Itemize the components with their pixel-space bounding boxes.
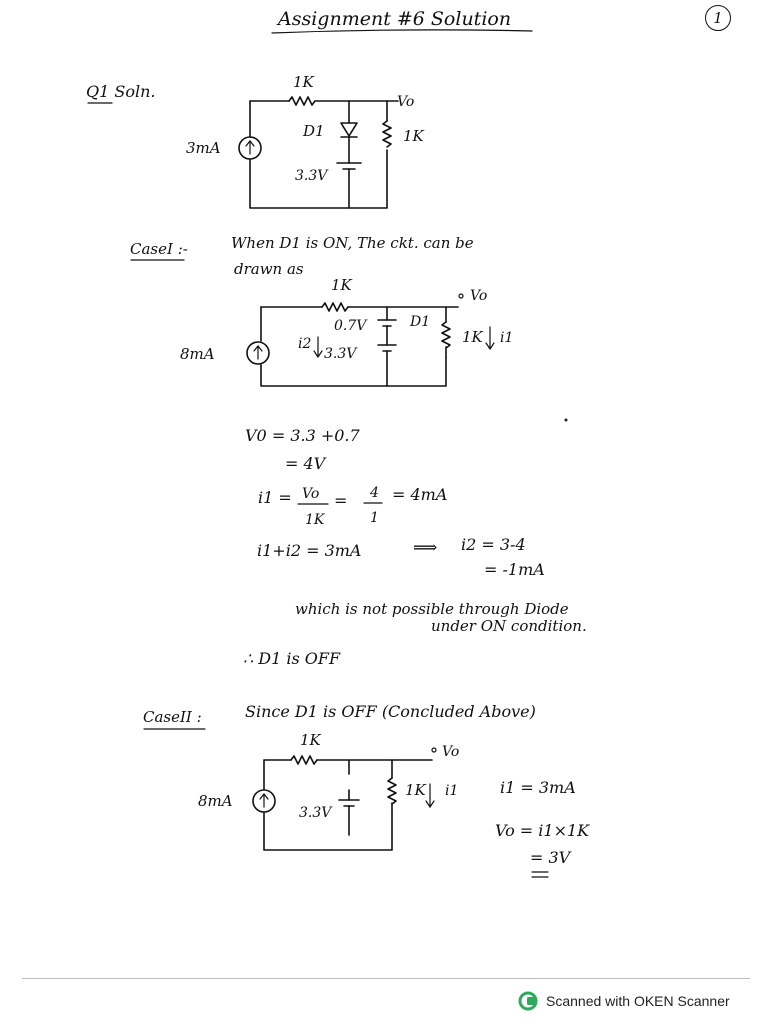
case2-label: CaseII : — [143, 708, 202, 726]
current-source-icon — [238, 136, 262, 160]
case1-eq3-frac1-num: Vo — [302, 486, 319, 502]
case1-eq2: = 4V — [285, 454, 327, 473]
c3-resistor-top-label: 1K — [300, 731, 322, 749]
scanner-text: Scanned with OKEN Scanner — [546, 993, 730, 1009]
page-number: 1 — [705, 5, 731, 31]
c2-source-label: 8mA — [180, 345, 215, 363]
c3-output-label: Vo — [442, 744, 459, 760]
case1-eq3-frac2-den: 1 — [370, 510, 379, 526]
case2-eq2: Vo = i1×1K — [495, 821, 590, 840]
c2-output-label: Vo — [470, 288, 487, 304]
c1-output-label: Vo — [397, 94, 414, 110]
case1-eq3-mid: = — [334, 491, 347, 510]
current-i1-arrow-icon — [425, 783, 435, 809]
c2-diode-drop-label: 0.7V — [334, 318, 368, 334]
case1-text-line1: When D1 is ON, The ckt. can be — [231, 234, 474, 252]
ink-dot — [564, 418, 568, 422]
case1-eq3-right: = 4mA — [392, 485, 447, 504]
circuit-diagram-3 — [252, 747, 437, 851]
case1-note-line2: under ON condition. — [431, 617, 587, 635]
scanner-watermark: Scanned with OKEN Scanner — [518, 990, 730, 1012]
c1-source-label: 3mA — [186, 139, 221, 157]
resistor-icon — [387, 777, 397, 805]
case1-note-line1: which is not possible through Diode — [295, 600, 569, 618]
case2-text: Since D1 is OFF (Concluded Above) — [245, 702, 536, 721]
case1-eq3-left: i1 = — [258, 488, 292, 507]
double-underline — [531, 871, 549, 878]
case1-conclusion: ∴ D1 is OFF — [243, 649, 341, 668]
c2-i1-label: i1 — [500, 330, 513, 346]
oken-scanner-logo-icon — [518, 991, 538, 1011]
current-i1-arrow-icon — [485, 326, 495, 351]
circuit-diagram-1 — [238, 96, 399, 209]
c3-source-label: 8mA — [198, 792, 233, 810]
c2-i2-label: i2 — [298, 336, 311, 352]
circuit-diagram-2 — [246, 293, 495, 387]
c2-diode-label: D1 — [409, 314, 430, 330]
page-title: Assignment #6 Solution — [276, 8, 511, 30]
case1-eq4-right: i2 = 3-4 — [461, 535, 526, 554]
case1-eq3-frac1-den: 1K — [305, 512, 326, 528]
diode-icon — [340, 122, 358, 137]
c2-battery-label: 3.3V — [324, 346, 358, 362]
resistor-icon — [441, 321, 451, 349]
c3-i1-label: i1 — [445, 783, 458, 799]
case1-label: CaseI :- — [130, 240, 188, 258]
c1-resistor-right-label: 1K — [403, 127, 425, 145]
page-bottom-edge — [22, 978, 750, 979]
c1-battery-label: 3.3V — [295, 168, 329, 184]
c1-diode-label: D1 — [302, 122, 325, 140]
current-source-icon — [246, 341, 270, 365]
case1-eq1: V0 = 3.3 +0.7 — [245, 426, 361, 445]
current-source-icon — [252, 789, 276, 813]
title-underline — [271, 29, 533, 34]
c2-resistor-right-label: 1K — [462, 328, 484, 346]
c2-resistor-top-label: 1K — [331, 276, 353, 294]
c3-resistor-right-label: 1K — [405, 781, 427, 799]
case1-eq4: i1+i2 = 3mA — [257, 541, 361, 560]
current-i2-arrow-icon — [313, 336, 323, 359]
question-label: Q1 Soln. — [86, 82, 155, 101]
case2-eq3: = 3V — [530, 848, 572, 867]
case1-text-line2: drawn as — [234, 260, 304, 278]
implies-icon: ⟹ — [413, 538, 437, 558]
case2-eq1: i1 = 3mA — [500, 778, 576, 797]
resistor-icon — [382, 120, 392, 148]
c3-battery-label: 3.3V — [299, 805, 333, 821]
c1-resistor-top-label: 1K — [293, 73, 315, 91]
case1-eq5: = -1mA — [484, 560, 545, 579]
case1-eq3-frac2-num: 4 — [369, 485, 379, 501]
